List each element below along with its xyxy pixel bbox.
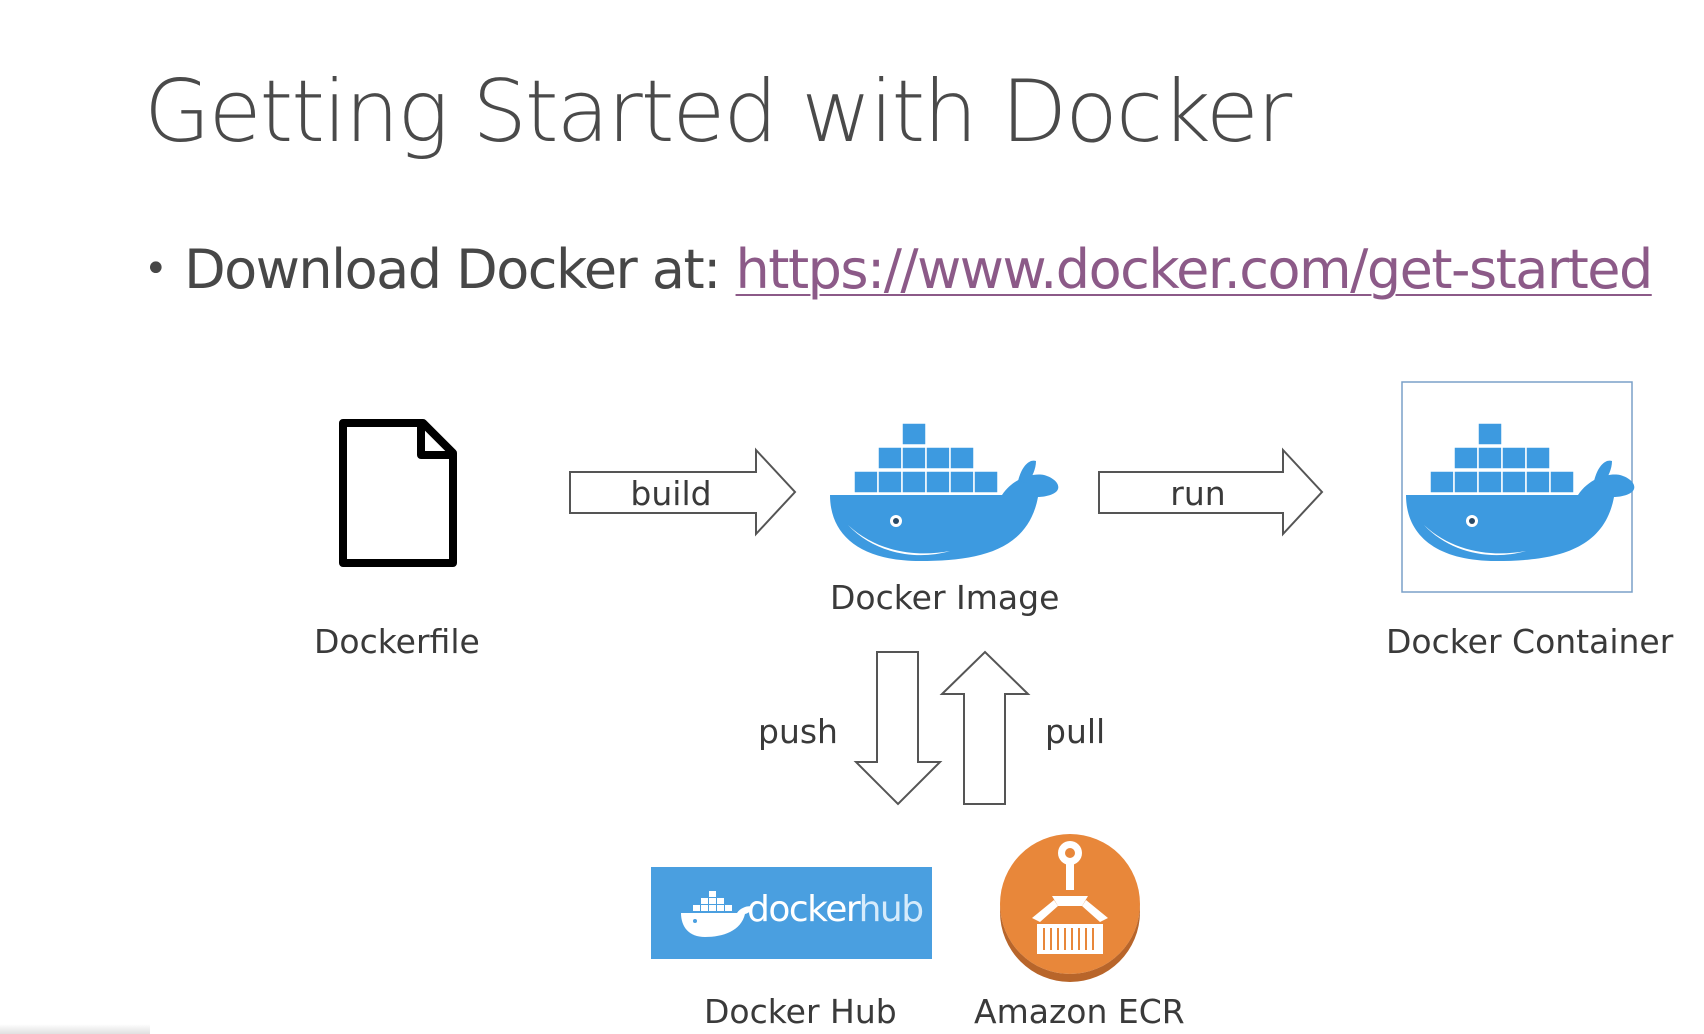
pull-arrow <box>939 650 1031 805</box>
build-arrow-label: build <box>630 474 711 513</box>
docker-hub-wordmark-a: docker <box>747 889 860 930</box>
docker-container-label: Docker Container <box>1386 622 1674 661</box>
push-label: push <box>758 712 838 751</box>
document-icon <box>339 419 457 567</box>
docker-image-label: Docker Image <box>830 578 1060 617</box>
docker-hub-wordmark-b: hub <box>858 889 924 930</box>
docker-get-started-link[interactable]: https://www.docker.com/get-started <box>735 238 1654 301</box>
run-arrow <box>1098 447 1324 537</box>
dockerfile-label: Dockerfile <box>314 622 480 661</box>
docker-hub-wordmark: dockerhub <box>747 889 924 930</box>
docker-whale-icon <box>829 422 1060 562</box>
docker-hub-label: Docker Hub <box>704 992 897 1031</box>
slide-shadow <box>0 1024 150 1034</box>
docker-whale-icon <box>681 891 753 937</box>
build-arrow <box>569 447 797 537</box>
slide-title: Getting Started with Docker <box>144 62 1292 162</box>
run-arrow-label: run <box>1170 474 1225 513</box>
push-arrow <box>853 651 943 806</box>
bullet-dot: • <box>144 246 168 292</box>
amazon-ecr-label: Amazon ECR <box>974 992 1185 1031</box>
docker-hub-logo: dockerhub <box>651 867 932 959</box>
pull-label: pull <box>1045 712 1106 751</box>
amazon-ecr-icon <box>1000 834 1140 982</box>
bullet-download: • Download Docker at: https://www.docker.… <box>144 238 1654 301</box>
bullet-text: Download Docker at: <box>184 238 736 301</box>
